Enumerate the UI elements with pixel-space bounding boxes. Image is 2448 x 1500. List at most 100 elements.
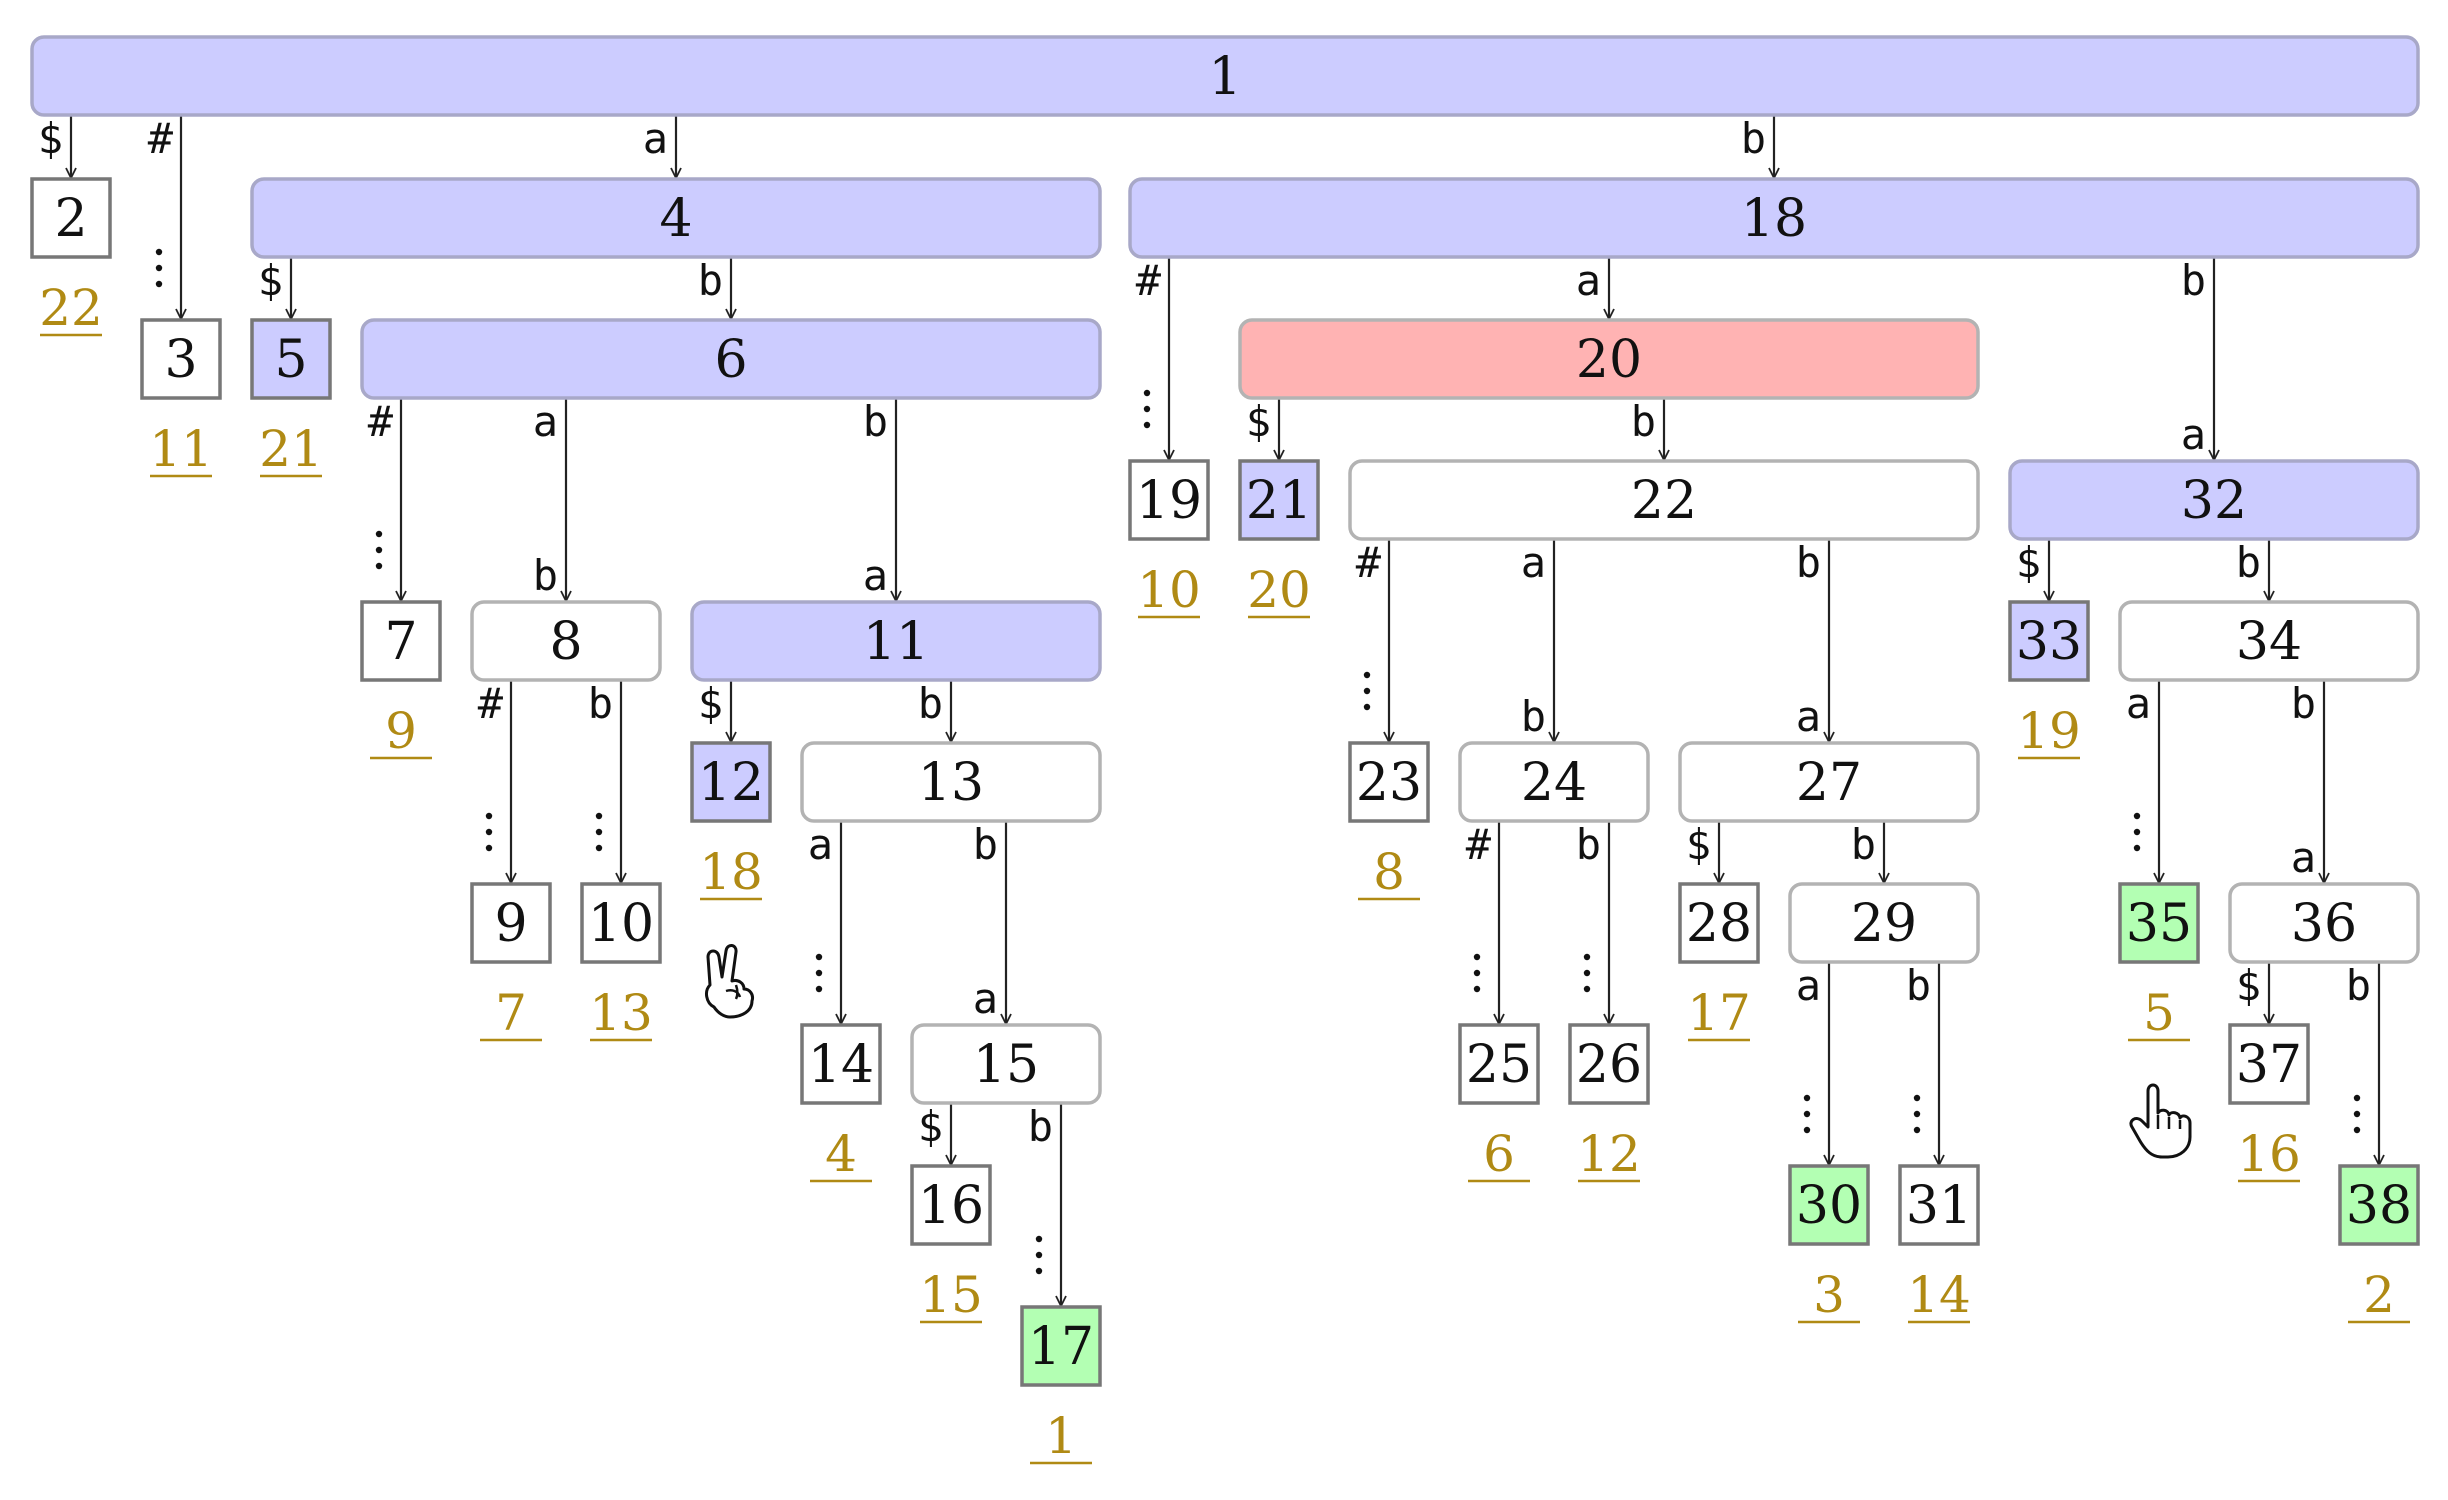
ellipsis-dot [2133, 828, 2141, 836]
node-box [910, 1164, 992, 1246]
tree-node-29: 29 [1788, 882, 1980, 964]
suffix-index-23: 8 [1358, 843, 1420, 901]
node-label: 14 [808, 1035, 874, 1095]
suffix-index-value: 10 [1137, 561, 1201, 619]
node-box [1020, 1305, 1102, 1387]
suffix-index-value: 1 [1045, 1407, 1077, 1465]
node-box [470, 882, 552, 964]
node-label: 27 [1796, 753, 1862, 813]
edge-label-2: a [2181, 410, 2206, 459]
ellipsis-dot [595, 844, 603, 852]
node-box [1678, 741, 1980, 823]
node-label: 18 [1741, 189, 1807, 249]
edge-label: b [698, 256, 723, 305]
pointing-hand-icon [2129, 1083, 2192, 1159]
node-box [1238, 459, 1320, 541]
icons-layer [705, 944, 2192, 1159]
tree-node-19: 19 [1128, 459, 1210, 541]
edge-label: $ [2016, 538, 2041, 587]
suffix-index-value: 11 [149, 420, 213, 478]
ellipsis-dot [1803, 1126, 1811, 1134]
node-box [1128, 459, 1210, 541]
tree-node-20: 20 [1238, 318, 1980, 400]
edge-label: $ [698, 679, 723, 728]
edge-1-4: a [643, 114, 676, 178]
ellipsis-dot [2353, 1094, 2361, 1102]
edge-label: b [1851, 820, 1876, 869]
node-label: 34 [2236, 612, 2302, 672]
suffix-index-12: 18 [699, 843, 763, 901]
edge-label: b [588, 679, 613, 728]
edge-label-2: a [2291, 833, 2316, 882]
ellipsis-dot [1583, 953, 1591, 961]
edge-34-36: ba [2291, 679, 2324, 883]
suffix-index-30: 3 [1798, 1266, 1860, 1324]
suffix-index-25: 6 [1468, 1125, 1530, 1183]
edge-22-23: # [1356, 538, 1389, 742]
node-box [1128, 177, 2420, 259]
tree-node-32: 32 [2008, 459, 2420, 541]
ellipsis-dot [155, 248, 163, 256]
suffix-index-value: 16 [2237, 1125, 2301, 1183]
edge-18-32: ba [2181, 256, 2214, 460]
node-box [2008, 459, 2420, 541]
edge-label: a [1796, 961, 1821, 1010]
edge-label: b [1796, 538, 1821, 587]
ellipsis-dot [1363, 703, 1371, 711]
tree-node-5: 5 [250, 318, 332, 400]
suffix-index-3: 11 [149, 420, 213, 478]
node-box [1458, 1023, 1540, 1105]
tree-node-37: 37 [2228, 1023, 2310, 1105]
edge-label: a [2126, 679, 2151, 728]
suffix-index-value: 21 [259, 420, 323, 478]
edge-22-27: ba [1796, 538, 1829, 742]
node-label: 12 [698, 753, 764, 813]
ellipsis-dot [815, 953, 823, 961]
edge-label-2: b [1521, 692, 1546, 741]
node-label: 19 [1136, 471, 1202, 531]
edge-24-26: b [1576, 820, 1609, 1024]
node-label: 9 [494, 894, 527, 954]
ellipsis-dot [815, 985, 823, 993]
node-box [360, 600, 442, 682]
suffix-index-value: 18 [699, 843, 763, 901]
tree-node-38: 38 [2338, 1164, 2420, 1246]
node-box [1788, 1164, 1870, 1246]
edge-label: b [1631, 397, 1656, 446]
edge-label: b [918, 679, 943, 728]
node-box [360, 318, 1102, 400]
tree-node-36: 36 [2228, 882, 2420, 964]
edge-15-17: b [1028, 1102, 1061, 1306]
node-box [1238, 318, 1980, 400]
edge-label: b [1576, 820, 1601, 869]
tree-node-26: 26 [1568, 1023, 1650, 1105]
node-label: 3 [164, 330, 197, 390]
edge-label: # [1136, 256, 1162, 305]
ellipsis-dot [1583, 969, 1591, 977]
node-box [250, 318, 332, 400]
node-label: 11 [863, 612, 929, 672]
edge-20-22: b [1631, 397, 1664, 460]
tree-node-14: 14 [800, 1023, 882, 1105]
suffix-index-value: 3 [1813, 1266, 1845, 1324]
suffix-index-value: 5 [2143, 984, 2175, 1042]
node-label: 37 [2236, 1035, 2302, 1095]
suffix-index-value: 14 [1907, 1266, 1971, 1324]
ellipsis-dot [375, 562, 383, 570]
ellipsis-dot [1913, 1126, 1921, 1134]
node-box [470, 600, 662, 682]
tree-node-2: 2 [30, 177, 112, 259]
edge-label: # [1466, 820, 1492, 869]
ellipsis-dot [1473, 953, 1481, 961]
node-box [1898, 1164, 1980, 1246]
suffix-index-26: 12 [1577, 1125, 1641, 1183]
node-label: 1 [1208, 47, 1241, 107]
edge-29-31: b [1906, 961, 1939, 1165]
edge-label: a [533, 397, 558, 446]
edge-label-2: a [1796, 692, 1821, 741]
node-box [580, 882, 662, 964]
ellipsis-dot [1803, 1110, 1811, 1118]
suffix-index-2: 22 [39, 279, 103, 337]
node-label: 17 [1028, 1317, 1094, 1377]
suffix-index-35: 5 [2128, 984, 2190, 1042]
